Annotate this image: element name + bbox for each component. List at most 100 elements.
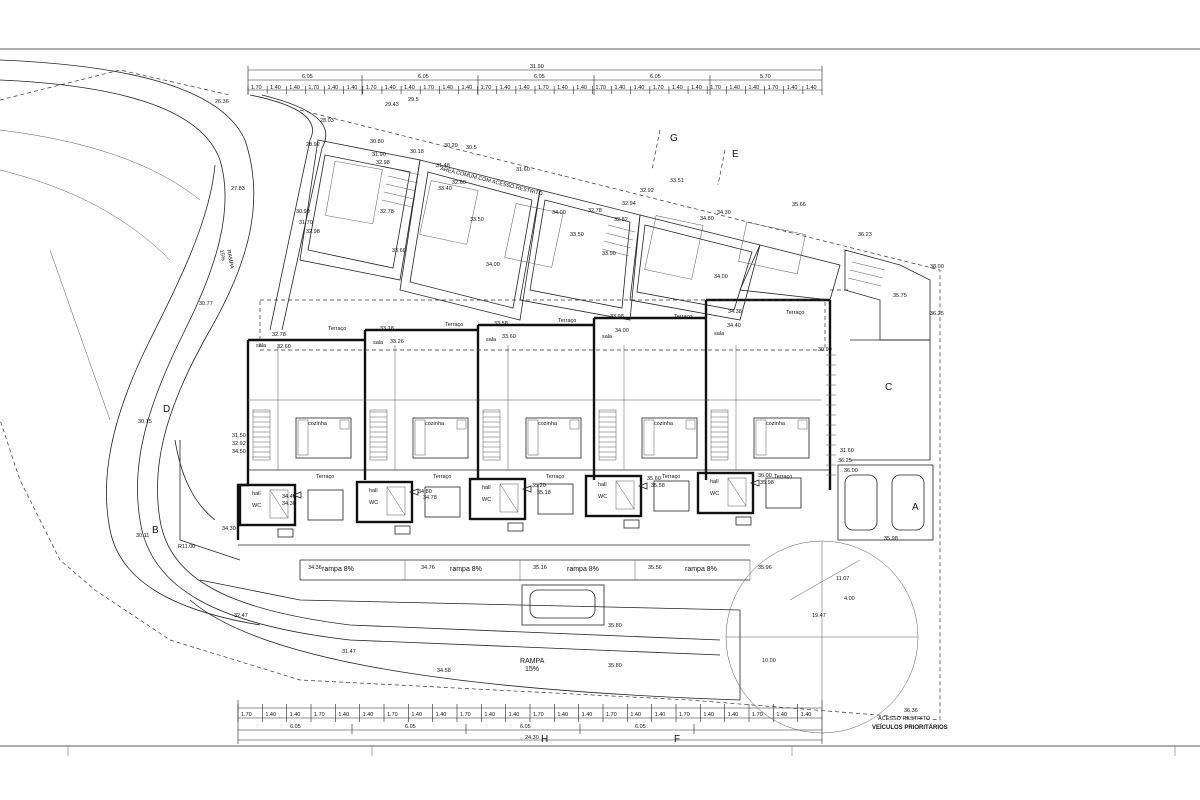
bot-seg-1: 6.05 <box>290 724 301 730</box>
entry-arrow-icon <box>521 485 532 493</box>
level-marker: 34.80 <box>418 489 432 495</box>
dim-small-label: 1.40 <box>748 85 759 91</box>
level-marker: 31.70 <box>299 220 313 226</box>
dim-small-label: 1.40 <box>557 85 568 91</box>
dim-small-label: 1.40 <box>509 712 520 718</box>
grid-line-g <box>651 129 661 171</box>
grid-letter-g: G <box>670 133 678 144</box>
radius-label: R11.00 <box>178 544 195 550</box>
car-icon <box>891 474 925 531</box>
shower-diagonal <box>727 477 747 507</box>
grid-letter-c: C <box>885 382 892 393</box>
level-marker: 33.58 <box>494 321 508 327</box>
wc-block <box>468 477 527 521</box>
level-marker: 34.30 <box>282 501 296 507</box>
level-marker: 26.36 <box>215 99 229 105</box>
level-marker: 35.80 <box>608 623 622 629</box>
top-seg-1: 6.05 <box>302 74 313 80</box>
grid-letter-d: D <box>163 404 170 415</box>
top-seg-2: 6.05 <box>418 74 429 80</box>
dim-small-label: 1.70 <box>387 712 398 718</box>
step-block <box>507 522 524 532</box>
kitchen <box>641 417 698 459</box>
dim-small-label: 1.70 <box>308 85 319 91</box>
terrace-lower <box>537 483 574 515</box>
terraço-label: Terraço <box>328 326 346 332</box>
terrace-lower <box>653 480 690 512</box>
level-marker: 36.23 <box>858 232 872 238</box>
dim-small-label: 1.70 <box>710 85 721 91</box>
level-marker: 35.58 <box>651 483 665 489</box>
dim-small-label: 1.40 <box>630 712 641 718</box>
wc-block <box>696 471 755 515</box>
hall-label: hall <box>482 485 491 491</box>
hall-label: hall <box>252 491 261 497</box>
level-marker: 32.98 <box>376 160 390 166</box>
dim-small-label: 1.40 <box>411 712 422 718</box>
dim-small-label: 1.40 <box>691 85 702 91</box>
wc-label: WC <box>369 500 378 506</box>
level-marker: 29.43 <box>385 102 399 108</box>
step-block <box>623 519 640 529</box>
property-boundary <box>0 109 941 721</box>
upper-terraces <box>259 139 931 476</box>
level-marker: 32.78 <box>272 332 286 338</box>
grid-line-e <box>717 149 726 186</box>
terraço-label: Terraço <box>316 474 334 480</box>
dim-small-label: 1.70 <box>653 85 664 91</box>
step-block <box>735 516 752 526</box>
cozinha-label: cozinha <box>425 421 445 427</box>
dim-small-label: 1.40 <box>436 712 447 718</box>
terraço-label: Terraço <box>546 474 564 480</box>
level-marker: 33.26 <box>390 339 404 345</box>
level-marker: 34.00 <box>486 262 500 268</box>
kitchen-counter <box>643 419 655 456</box>
dim-small-label: 1.40 <box>672 85 683 91</box>
level-marker: 34.76 <box>421 565 435 571</box>
cozinha-label: cozinha <box>766 421 786 427</box>
dim-small-label: 1.40 <box>576 85 587 91</box>
level-marker: 28.92 <box>306 142 320 148</box>
terraço-label: Terraço <box>558 318 576 324</box>
level-marker: 32.98 <box>306 229 320 235</box>
level-marker: 35.98 <box>884 536 898 542</box>
kitchen-counter <box>527 419 539 456</box>
level-marker: 35.96 <box>758 565 772 571</box>
level-marker: 31.60 <box>840 448 854 454</box>
rampa-label-2: rampa 8% <box>450 566 482 573</box>
dim-small-label: 1.40 <box>519 85 530 91</box>
sala-label: sala <box>602 334 613 340</box>
level-marker: 30.80 <box>370 139 384 145</box>
level-marker: 33.60 <box>502 334 516 340</box>
kitchen-sink <box>685 419 696 430</box>
entry-arrow-icon <box>291 491 302 499</box>
level-marker: 36.25 <box>930 311 944 317</box>
grid-letter-b: B <box>152 525 159 536</box>
wc-label: WC <box>598 494 607 500</box>
shower-diagonal <box>386 486 406 516</box>
cozinha-label: cozinha <box>538 421 558 427</box>
dim-small-label: 1.40 <box>363 712 374 718</box>
level-marker: 36.25 <box>838 458 852 464</box>
level-marker: 31.47 <box>342 649 356 655</box>
level-marker: 34.78 <box>423 495 437 501</box>
level-marker: 35.18 <box>537 490 551 496</box>
sala-label: sala <box>373 340 384 346</box>
level-marker: 36.00 <box>844 468 858 474</box>
rampa-bottom-pct: 15% <box>525 666 539 673</box>
level-marker: 32.78 <box>380 209 394 215</box>
dim-small-label: 1.70 <box>768 85 779 91</box>
level-marker: 32.82 <box>614 217 628 223</box>
dim-small-label: 1.70 <box>460 712 471 718</box>
dim-small-label: 1.40 <box>404 85 415 91</box>
terrace-lower <box>307 489 344 521</box>
bot-seg-4: 6.05 <box>635 724 646 730</box>
dim-small-label: 1.40 <box>338 712 349 718</box>
dim-small-label: 1.70 <box>595 85 606 91</box>
level-marker: 35.60 <box>647 476 661 482</box>
kitchen <box>525 417 582 459</box>
level-marker: 35.66 <box>792 202 806 208</box>
terraço-label: Terraço <box>674 314 692 320</box>
level-marker: 32.60 <box>452 180 466 186</box>
